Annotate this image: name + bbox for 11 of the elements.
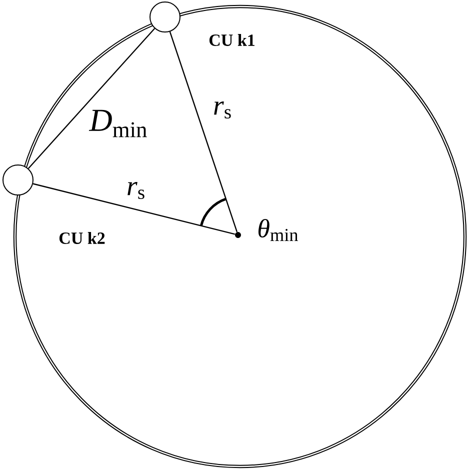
connector-line bbox=[32, 183, 236, 235]
edge-label: D$_{min}$ bbox=[88, 110, 147, 138]
connector-line bbox=[28, 28, 156, 169]
node-label: CU k1 bbox=[209, 34, 254, 46]
edge-label: r$_{s}$ bbox=[214, 101, 231, 119]
node-label: CU k2 bbox=[59, 232, 105, 244]
edge-label: r$_{s}$ bbox=[128, 182, 144, 200]
connector-line bbox=[169, 32, 238, 232]
node-circle bbox=[150, 2, 180, 32]
node-label: θ$_{min}$ bbox=[258, 219, 298, 241]
node-circle bbox=[2, 164, 34, 196]
